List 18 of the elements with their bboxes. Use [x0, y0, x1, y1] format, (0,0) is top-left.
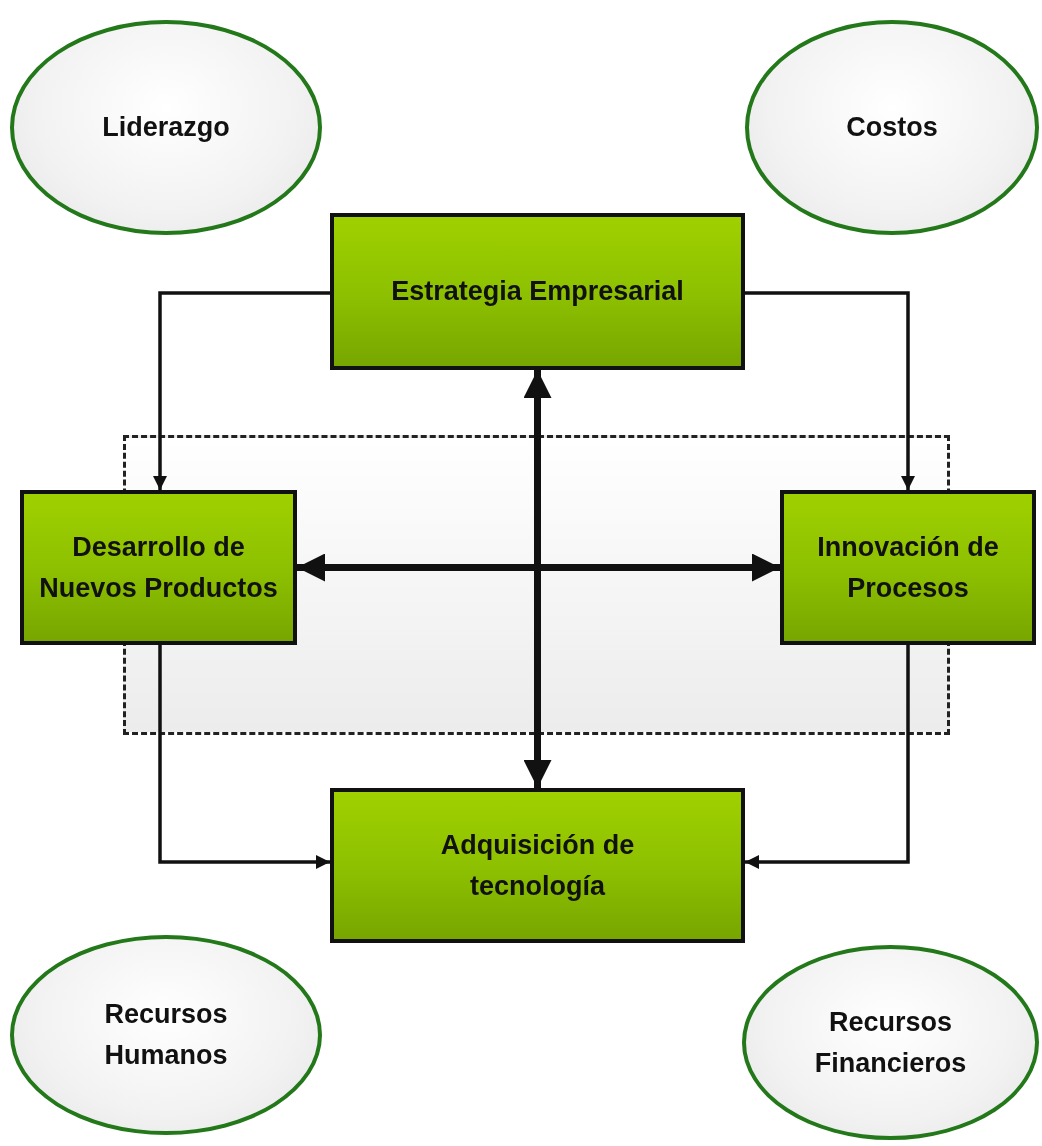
- arrow: [745, 645, 910, 869]
- arrow: [745, 291, 915, 490]
- arrow: [153, 291, 330, 490]
- process-box: [330, 788, 745, 943]
- node-label: Costos: [845, 111, 939, 144]
- node-label: Adquisición de tecnología: [439, 828, 636, 903]
- node-label: Liderazgo: [101, 111, 231, 144]
- node-label: Recursos Financieros: [813, 1005, 968, 1080]
- arrow: [297, 553, 780, 582]
- node-label: Desarrollo de Nuevos Productos: [38, 530, 279, 605]
- process-box: [330, 213, 745, 370]
- node-label: Estrategia Empresarial: [390, 275, 685, 308]
- node-label: Recursos Humanos: [103, 998, 229, 1072]
- arrow: [523, 370, 552, 788]
- arrow: [158, 645, 330, 869]
- process-box: [20, 490, 297, 645]
- process-box: [780, 490, 1036, 645]
- node-label: Innovación de Procesos: [816, 530, 1000, 605]
